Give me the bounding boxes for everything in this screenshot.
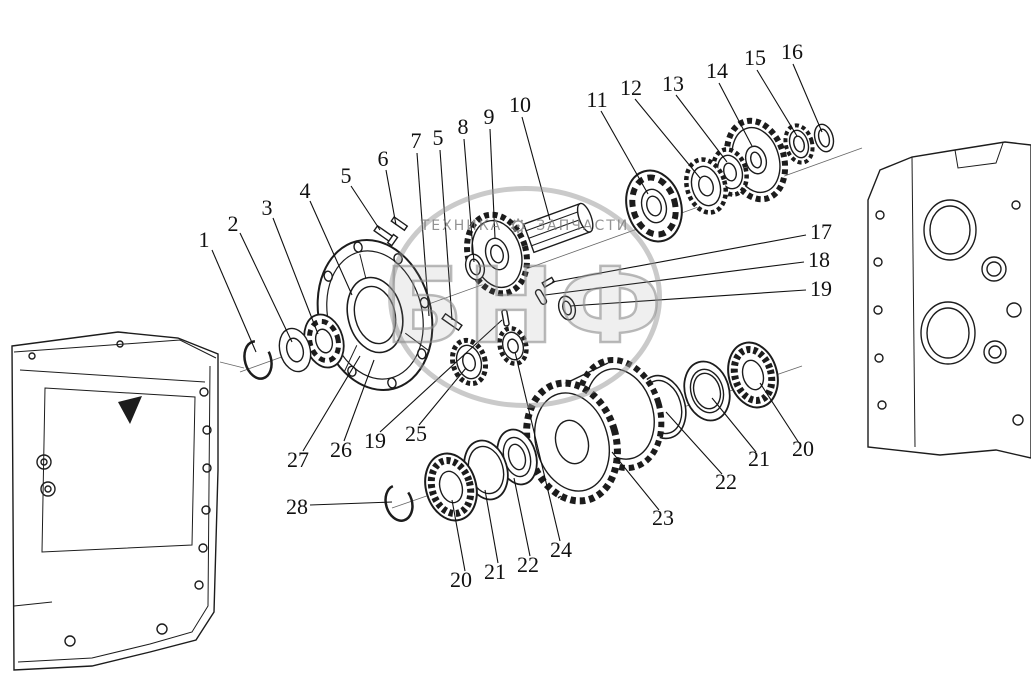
callout-4: 4	[299, 178, 311, 203]
key-17	[541, 276, 556, 289]
spacer-19	[557, 295, 577, 321]
snap-ring-28	[384, 484, 414, 522]
callout-8: 8	[457, 114, 469, 139]
bearing-20-right	[727, 341, 779, 409]
callout-10: 10	[509, 92, 531, 117]
callout-15: 15	[744, 45, 766, 70]
splined-hub-15	[783, 123, 815, 165]
callout-20b: 20	[450, 567, 472, 592]
callout-3: 3	[261, 195, 273, 220]
callout-11: 11	[586, 87, 608, 112]
callout-24: 24	[550, 537, 572, 562]
bolt-5b	[441, 312, 463, 332]
callout-16: 16	[781, 39, 803, 64]
snap-ring-1	[243, 340, 273, 380]
callout-13: 13	[662, 71, 684, 96]
ring-16	[813, 123, 835, 153]
callout-12: 12	[620, 75, 642, 100]
callout-25: 25	[405, 421, 427, 446]
callout-14: 14	[706, 58, 728, 83]
callout-5b: 5	[432, 125, 444, 150]
callout-19: 19	[810, 276, 832, 301]
callout-19b: 19	[364, 428, 386, 453]
callout-23: 23	[652, 505, 674, 530]
callout-22b: 22	[517, 552, 539, 577]
hub-8	[464, 253, 486, 281]
right-housing	[867, 141, 1031, 459]
pin-19b	[501, 309, 510, 327]
bolt-6	[390, 215, 409, 232]
bearing-20-bottom	[424, 452, 478, 522]
callout-5: 5	[340, 163, 352, 188]
left-housing	[11, 331, 219, 671]
callout-17: 17	[810, 219, 832, 244]
callout-21: 21	[748, 446, 770, 471]
pin-18	[534, 288, 548, 306]
callout-9: 9	[483, 104, 495, 129]
lower-shaft-parts	[384, 326, 779, 522]
callout-26: 26	[330, 437, 352, 462]
callout-22: 22	[715, 469, 737, 494]
callout-20: 20	[792, 436, 814, 461]
callout-21b: 21	[484, 559, 506, 584]
gear-25	[449, 337, 489, 387]
gear-cluster-23	[523, 356, 665, 505]
washer-2	[278, 327, 312, 373]
callout-2: 2	[227, 211, 239, 236]
splined-shaft-10	[522, 202, 594, 254]
callout-28: 28	[286, 494, 308, 519]
callout-1: 1	[198, 227, 210, 252]
gear-24	[497, 326, 529, 366]
gear-9	[464, 211, 530, 297]
callout-27: 27	[287, 447, 309, 472]
callout-18: 18	[808, 247, 830, 272]
callout-7: 7	[410, 128, 422, 153]
bearing-11	[625, 169, 683, 243]
bearing-3	[303, 313, 345, 369]
callout-6: 6	[377, 146, 389, 171]
